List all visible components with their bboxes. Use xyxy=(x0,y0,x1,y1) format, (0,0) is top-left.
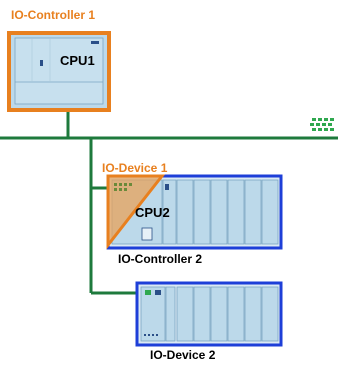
io-device-2-rack[interactable] xyxy=(137,283,281,345)
io-modules-rack-3 xyxy=(141,287,278,341)
io-controller-1-label: IO-Controller 1 xyxy=(11,8,95,22)
io-device-2-port xyxy=(145,290,151,295)
cpu1-label: CPU1 xyxy=(60,53,95,68)
io-controller-2-rack[interactable] xyxy=(108,176,281,248)
io-modules-rack-2 xyxy=(163,180,278,244)
cpu2-label: CPU2 xyxy=(135,205,170,220)
io-device-1-label: IO-Device 1 xyxy=(102,161,167,175)
network-switch-icon xyxy=(310,118,334,131)
io-controller-1-device[interactable] xyxy=(9,33,109,110)
io-device-2-label: IO-Device 2 xyxy=(150,348,215,362)
io-controller-2-label: IO-Controller 2 xyxy=(118,252,202,266)
